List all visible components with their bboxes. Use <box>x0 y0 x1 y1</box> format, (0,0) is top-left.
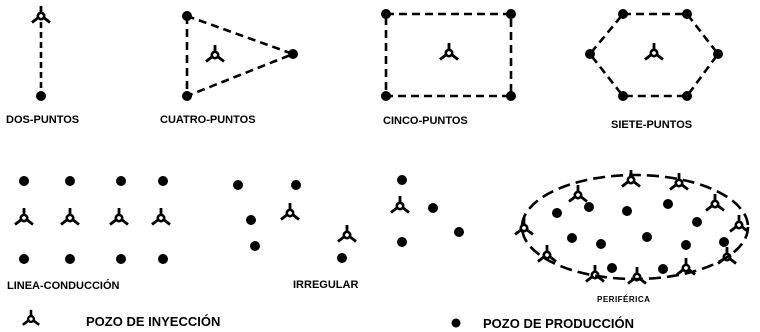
injection-well-icon <box>150 206 172 226</box>
injection-well-icon <box>59 206 81 226</box>
legend: POZO DE INYECCIÓN POZO DE PRODUCCIÓN <box>21 308 634 331</box>
production-well-icon <box>642 232 652 242</box>
pattern-siete-puntos: SIETE-PUNTOS <box>585 9 723 131</box>
production-well-icon <box>596 239 606 249</box>
production-well-icon <box>246 215 256 225</box>
injection-well-icon <box>716 245 738 265</box>
production-well-icon <box>250 241 260 251</box>
pattern-label-linea: LINEA-CONDUCCIÓN <box>7 279 119 292</box>
production-well-icon <box>451 318 461 328</box>
injection-well-icon <box>21 308 41 327</box>
injection-well-icon <box>626 265 648 285</box>
dashed-triangle <box>185 14 297 98</box>
production-well-icon <box>552 208 562 218</box>
production-well-icon <box>584 202 594 212</box>
production-well-icon <box>658 264 668 274</box>
production-well-icon <box>288 49 298 59</box>
injection-well-icon <box>704 192 726 212</box>
injection-well-icon <box>675 256 697 276</box>
production-well-icon <box>381 9 391 19</box>
pattern-label-cinco: CINCO-PUNTOS <box>383 115 468 127</box>
production-well-icon <box>19 254 29 264</box>
production-well-icon <box>719 237 729 247</box>
injection-well-icon <box>536 243 558 263</box>
injection-well-icon <box>513 216 535 236</box>
pattern-dos-puntos: DOS-PUNTOS <box>6 4 79 126</box>
dashed-ellipse <box>520 173 750 281</box>
production-well-icon <box>182 11 192 21</box>
legend-production-label: POZO DE PRODUCCIÓN <box>483 316 634 331</box>
pattern-label-irregular: IRREGULAR <box>293 279 358 291</box>
pattern-irregular: IRREGULAR <box>233 175 464 291</box>
injection-well-icon <box>389 194 411 214</box>
injection-well-icon <box>30 4 52 24</box>
production-well-icon <box>116 254 126 264</box>
injection-well-icon <box>643 41 665 61</box>
legend-injection: POZO DE INYECCIÓN <box>21 308 220 329</box>
pattern-label-periferica: PERIFÉRICA <box>597 295 650 304</box>
production-well-icon <box>233 180 243 190</box>
injection-well-icon <box>620 168 642 188</box>
production-well-icon <box>65 176 75 186</box>
injection-well-icon <box>438 41 460 61</box>
production-well-icon <box>585 49 595 59</box>
production-well-icon <box>681 240 691 250</box>
production-well-icon <box>506 9 516 19</box>
production-well-icon <box>36 91 46 101</box>
production-well-icon <box>607 263 617 273</box>
production-well-icon <box>337 253 347 263</box>
production-well-icon <box>663 199 673 209</box>
production-well-icon <box>19 176 29 186</box>
production-well-icon <box>381 91 391 101</box>
production-well-icon <box>682 9 692 19</box>
injection-well-icon <box>108 206 130 226</box>
pattern-cinco-puntos: CINCO-PUNTOS <box>381 9 516 127</box>
production-well-icon <box>65 254 75 264</box>
legend-production: POZO DE PRODUCCIÓN <box>451 316 634 331</box>
injection-well-icon <box>336 223 358 243</box>
production-well-icon <box>182 91 192 101</box>
production-well-icon <box>682 91 692 101</box>
production-well-icon <box>397 175 407 185</box>
pattern-cuatro-puntos: CUATRO-PUNTOS <box>160 11 298 126</box>
production-well-icon <box>713 49 723 59</box>
production-well-icon <box>454 227 464 237</box>
production-well-icon <box>158 254 168 264</box>
production-well-icon <box>618 9 628 19</box>
pattern-linea-conduccion: LINEA-CONDUCCIÓN <box>7 176 172 292</box>
pattern-label-cuatro: CUATRO-PUNTOS <box>160 114 256 126</box>
production-well-icon <box>618 91 628 101</box>
production-well-icon <box>692 217 702 227</box>
injection-well-icon <box>567 183 589 203</box>
production-well-icon <box>622 206 632 216</box>
production-well-icon <box>567 233 577 243</box>
pattern-label-dos: DOS-PUNTOS <box>6 114 79 126</box>
production-well-icon <box>158 176 168 186</box>
pattern-label-siete: SIETE-PUNTOS <box>611 119 692 131</box>
legend-injection-label: POZO DE INYECCIÓN <box>86 314 220 329</box>
production-well-icon <box>397 237 407 247</box>
injection-well-icon <box>279 201 301 221</box>
injection-well-icon <box>13 206 35 226</box>
production-well-icon <box>291 180 301 190</box>
production-well-icon <box>116 176 126 186</box>
production-well-icon <box>506 91 516 101</box>
pattern-periferica: PERIFÉRICA <box>513 168 750 304</box>
production-well-icon <box>428 203 438 213</box>
injection-well-icon <box>204 43 226 63</box>
